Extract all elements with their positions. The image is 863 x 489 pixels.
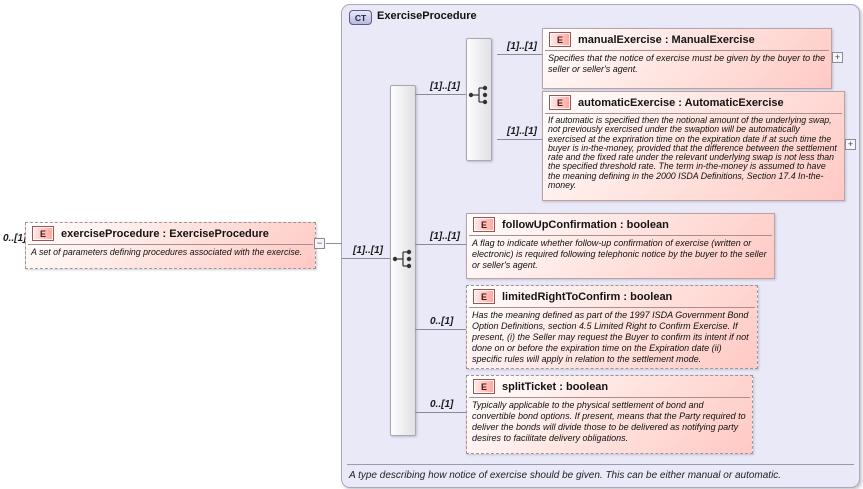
element-header: E followUpConfirmation : boolean [467, 214, 774, 234]
cardinality-label: [1]..[1] [507, 41, 537, 52]
element-badge-icon: E [32, 226, 54, 241]
complex-type-annotation: A type describing how notice of exercise… [349, 470, 782, 481]
choice-icon [468, 85, 488, 105]
element-header: E automaticExercise : AutomaticExercise [543, 92, 844, 112]
cardinality-label: [1]..[1] [430, 81, 460, 92]
divider [469, 397, 750, 398]
element-description: A flag to indicate whether follow-up con… [472, 238, 767, 270]
connector-line [415, 94, 466, 95]
element-box-automaticExercise[interactable]: E automaticExercise : AutomaticExercise … [542, 91, 845, 201]
expand-button[interactable]: + [845, 139, 856, 150]
element-badge-icon: E [473, 379, 495, 394]
collapse-button[interactable]: − [314, 238, 325, 249]
complex-type-badge-icon: CT [349, 10, 372, 25]
sequence-icon [392, 249, 412, 269]
expand-button[interactable]: + [832, 52, 843, 63]
element-badge-icon: E [473, 217, 495, 232]
cardinality-label: [1]..[1] [507, 126, 537, 137]
element-name: splitTicket : boolean [502, 380, 609, 393]
connector-line [415, 244, 466, 245]
element-description: A set of parameters defining procedures … [31, 247, 303, 257]
element-name: limitedRightToConfirm : boolean [502, 290, 673, 303]
divider [545, 113, 842, 114]
element-box-splitTicket[interactable]: E splitTicket : boolean Typically applic… [466, 375, 753, 454]
element-header: E manualExercise : ManualExercise [543, 29, 831, 49]
element-badge-icon: E [549, 32, 571, 47]
cardinality-label-root: 0..[1] [3, 233, 27, 244]
element-description: Has the meaning defined as part of the 1… [472, 310, 749, 364]
sequence-compositor[interactable] [390, 85, 416, 436]
element-name: followUpConfirmation : boolean [502, 218, 669, 231]
connector-line [415, 412, 466, 413]
element-name: exerciseProcedure : ExerciseProcedure [61, 227, 269, 240]
element-name: automaticExercise : AutomaticExercise [578, 96, 784, 109]
connector-line [415, 329, 466, 330]
element-description: Specifies that the notice of exercise mu… [548, 53, 826, 74]
element-badge-icon: E [549, 95, 571, 110]
element-header: E limitedRightToConfirm : boolean [467, 286, 757, 306]
divider [28, 244, 313, 245]
connector-line [497, 54, 542, 55]
element-description: If automatic is specified then the notio… [548, 115, 837, 191]
connector-line [497, 139, 542, 140]
annotation-separator [347, 464, 854, 465]
element-box-followUpConfirmation[interactable]: E followUpConfirmation : boolean A flag … [466, 213, 775, 279]
element-header: E exerciseProcedure : ExerciseProcedure [26, 223, 315, 243]
divider [469, 235, 772, 236]
complex-type-title: ExerciseProcedure [377, 10, 477, 22]
cardinality-label: 0..[1] [430, 316, 454, 327]
element-box-manualExercise[interactable]: E manualExercise : ManualExercise Specif… [542, 28, 832, 89]
cardinality-label: [1]..[1] [353, 245, 383, 256]
cardinality-label: 0..[1] [430, 399, 454, 410]
divider [545, 50, 829, 51]
cardinality-label: [1]..[1] [430, 231, 460, 242]
divider [469, 307, 755, 308]
element-box-exerciseProcedure[interactable]: E exerciseProcedure : ExerciseProcedure … [25, 222, 316, 269]
element-header: E splitTicket : boolean [467, 376, 752, 396]
element-description: Typically applicable to the physical set… [472, 400, 746, 443]
element-box-limitedRightToConfirm[interactable]: E limitedRightToConfirm : boolean Has th… [466, 285, 758, 369]
element-name: manualExercise : ManualExercise [578, 33, 755, 46]
choice-compositor[interactable] [466, 38, 492, 161]
element-badge-icon: E [473, 289, 495, 304]
connector-line [326, 243, 342, 244]
connector-line [342, 258, 390, 259]
